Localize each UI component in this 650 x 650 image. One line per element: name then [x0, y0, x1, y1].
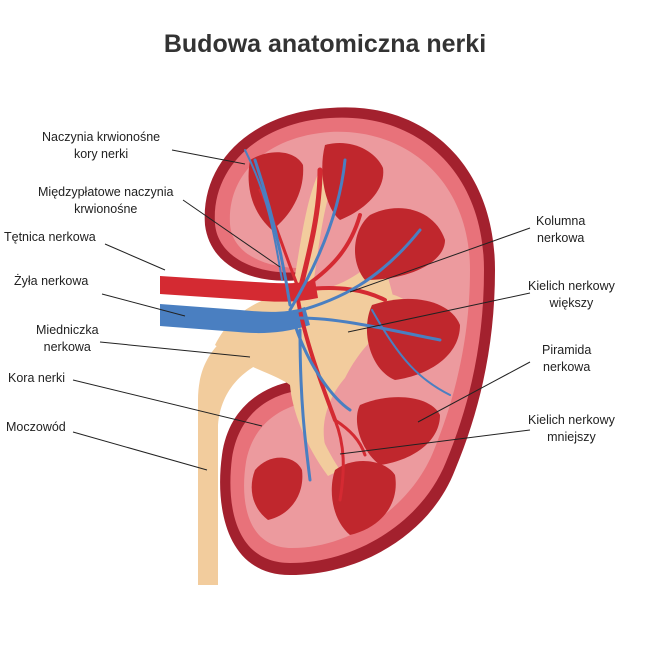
pyramid-1	[248, 152, 304, 230]
label-major-calyx: Kielich nerkowy większy	[528, 279, 615, 310]
ureter-shape	[198, 310, 305, 585]
label-renal-cortex: Kora nerki	[8, 371, 65, 385]
label-renal-pelvis: Miedniczka nerkowa	[36, 323, 99, 354]
label-renal-pyramid: Piramida nerkowa	[542, 343, 592, 374]
pyramid-6	[331, 460, 396, 535]
renal-artery-shape	[160, 276, 318, 302]
leader-lines	[72, 149, 531, 471]
label-renal-vein: Żyła nerkowa	[14, 274, 89, 288]
renal-vein-shape	[160, 304, 310, 334]
page-title: Budowa anatomiczna nerki	[163, 30, 487, 58]
label-renal-column: Kolumna nerkowa	[536, 214, 586, 245]
label-cortical-vessels: Naczynia krwionośne kory nerki	[42, 130, 161, 161]
pyramid-7	[251, 457, 303, 520]
pyramid-5	[356, 397, 440, 465]
label-renal-artery: Tętnica nerkowa	[4, 230, 96, 244]
label-interlobar-vessels: Międzypłatowe naczynia krwionośne	[38, 185, 174, 216]
pyramid-3	[354, 208, 445, 280]
label-minor-calyx: Kielich nerkowy mniejszy	[528, 413, 615, 444]
label-ureter: Moczowód	[6, 420, 66, 434]
pyramid-4	[366, 298, 460, 380]
